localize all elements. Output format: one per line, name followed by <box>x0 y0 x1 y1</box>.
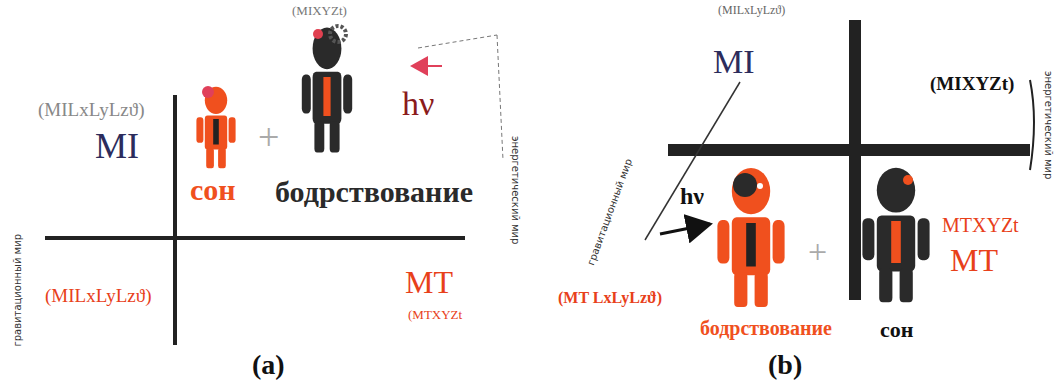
mass-symbol: MI <box>713 44 755 80</box>
photon-arrow-a <box>412 66 442 67</box>
coordinate-label: (MIXYZt) <box>292 4 347 18</box>
world-label: энергетический мир <box>510 136 521 244</box>
panel-label: (a) <box>252 350 285 379</box>
state-label: бодрствование <box>275 176 473 208</box>
plus-sign: + <box>258 118 279 158</box>
world-label: гравитационный мир <box>586 157 634 266</box>
awake-figure-b <box>717 168 784 307</box>
photon-arrow-b <box>660 224 710 234</box>
mass-symbol: MT <box>950 244 998 278</box>
axes-a <box>45 95 465 345</box>
awake-figure-a <box>302 26 352 152</box>
sleep-figure-a <box>196 86 235 168</box>
world-label: гравитационный мир <box>13 233 24 346</box>
axes-b <box>645 20 1034 300</box>
state-label: сон <box>880 318 913 341</box>
photon-symbol: hν <box>402 86 434 122</box>
mass-symbol: MT <box>405 266 453 300</box>
coordinate-label: (MILxLyLzϑ) <box>38 100 145 120</box>
state-label: бодрствование <box>700 318 832 339</box>
sleep-figure-b <box>862 168 929 302</box>
coordinate-label: (MILxLyLzϑ) <box>718 4 785 17</box>
coordinate-label: (MIXYZt) <box>930 74 1014 94</box>
coordinate-label: MTXYZt <box>942 215 1019 236</box>
world-label: энергетический мир <box>1043 71 1054 179</box>
coordinate-label: (MT LxLyLzϑ) <box>558 290 662 307</box>
mass-symbol: MI <box>95 128 139 166</box>
panel-label: (b) <box>768 350 802 379</box>
photon-symbol: hν <box>680 184 704 209</box>
state-label: сон <box>190 174 236 206</box>
coordinate-label: (MTXYZt <box>408 308 462 322</box>
plus-sign: + <box>808 234 827 270</box>
coordinate-label: (MILxLyLzϑ) <box>45 286 152 306</box>
